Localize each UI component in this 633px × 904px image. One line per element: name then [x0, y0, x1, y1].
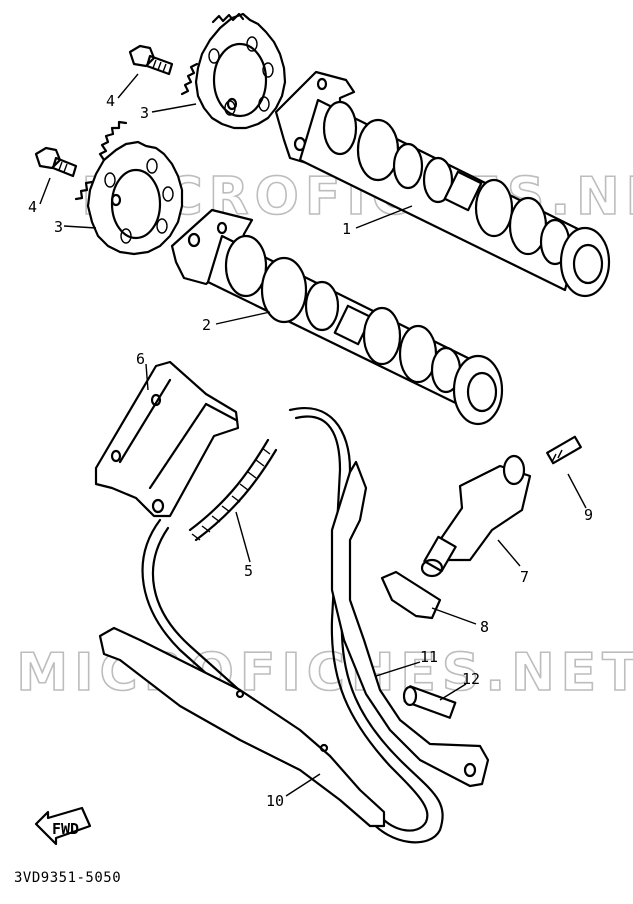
callout-4-lower: 4 — [28, 198, 37, 216]
callout-7: 7 — [520, 568, 529, 586]
callout-11: 11 — [420, 648, 438, 666]
chain-tensioner — [420, 454, 532, 578]
callout-2: 2 — [202, 316, 211, 334]
tensioner-bolt — [546, 435, 582, 465]
forward-direction-arrow: FWD — [34, 806, 92, 846]
callout-5: 5 — [244, 562, 253, 580]
lower-cam-sprocket — [74, 120, 184, 256]
callout-10: 10 — [266, 792, 284, 810]
cam-chain — [188, 438, 278, 542]
intake-camshaft — [170, 208, 504, 426]
exhaust-camshaft — [274, 70, 611, 298]
upper-cam-sprocket — [180, 12, 287, 130]
callout-3-upper: 3 — [140, 104, 149, 122]
callout-1: 1 — [342, 220, 351, 238]
leader-lines — [39, 73, 587, 797]
guide-pin — [402, 685, 457, 719]
callout-4-upper: 4 — [106, 92, 115, 110]
lower-sprocket-bolt — [34, 146, 78, 178]
upper-sprocket-bolt — [128, 44, 174, 76]
callout-9: 9 — [584, 506, 593, 524]
callout-8: 8 — [480, 618, 489, 636]
tensioner-gasket — [380, 570, 442, 620]
callout-12: 12 — [462, 670, 480, 688]
diagram-part-code: 3VD9351-5050 — [14, 870, 121, 886]
fwd-label: FWD — [52, 820, 79, 838]
chain-guide-top — [94, 360, 240, 518]
chain-loop — [141, 407, 444, 844]
chain-guide-rear — [98, 626, 386, 828]
tensioner-guide — [330, 460, 490, 788]
callout-6: 6 — [136, 350, 145, 368]
callout-3-lower: 3 — [54, 218, 63, 236]
